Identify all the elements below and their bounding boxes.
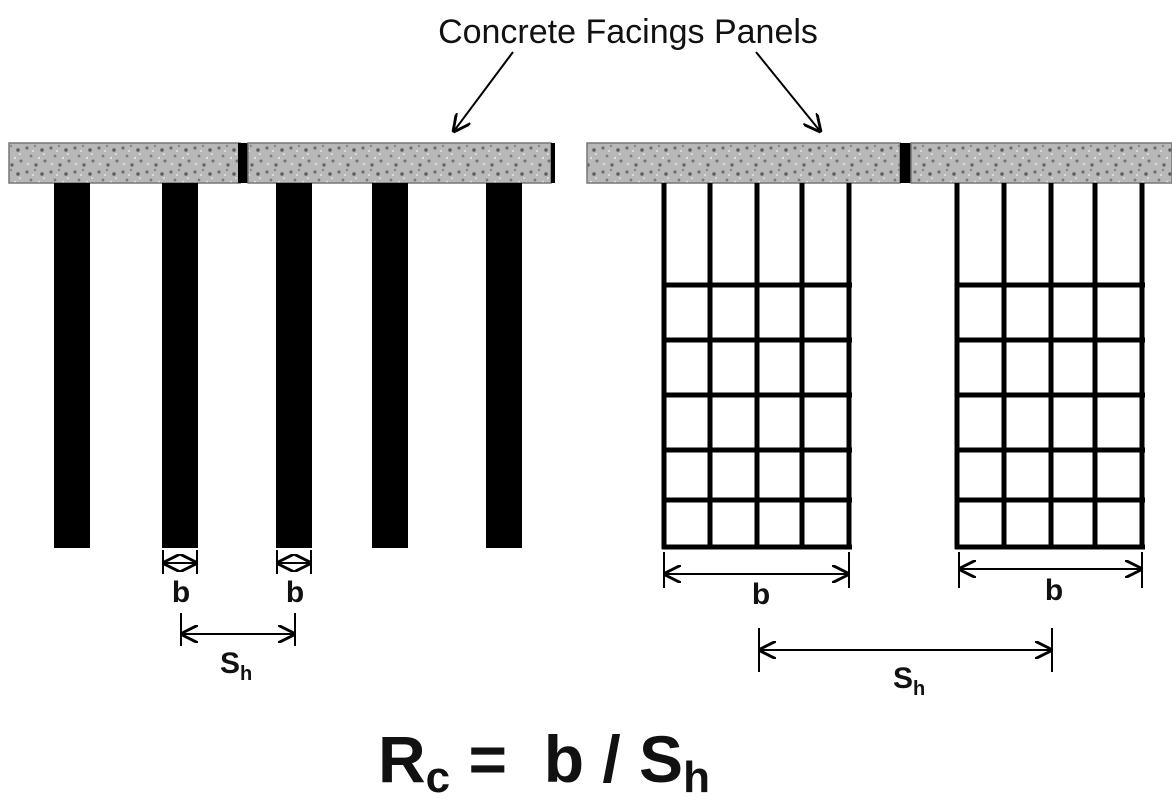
facing-panel-left-1 bbox=[8, 142, 241, 184]
title-pointer-right bbox=[755, 51, 820, 131]
title-pointer-left bbox=[454, 51, 514, 131]
facing-panel-left-2 bbox=[247, 142, 552, 184]
grid-reinforcement-section: b b Sh bbox=[586, 142, 1172, 700]
reinforcement-strip bbox=[372, 183, 408, 548]
facing-panel-right-1 bbox=[586, 142, 901, 184]
panel-joint bbox=[238, 143, 248, 183]
reinforcement-strip bbox=[54, 183, 90, 548]
facing-panel-right-2 bbox=[910, 142, 1172, 184]
width-label-b: b bbox=[286, 576, 304, 609]
reinforcement-strip bbox=[162, 183, 198, 548]
diagram-title: Concrete Facings Panels bbox=[438, 13, 818, 51]
width-label-b: b bbox=[172, 576, 190, 609]
spacing-label-sh: Sh bbox=[893, 662, 925, 700]
strip-reinforcement-section: b b Sh bbox=[8, 142, 555, 685]
reinforcement-strip bbox=[486, 183, 522, 548]
width-label-b: b bbox=[752, 578, 770, 611]
width-label-b: b bbox=[1045, 574, 1063, 607]
reinforcement-strip bbox=[276, 183, 312, 548]
panel-joint bbox=[900, 143, 911, 183]
panel-end-mark bbox=[551, 143, 555, 183]
spacing-label-sh: Sh bbox=[220, 647, 252, 685]
reinforcement-grid bbox=[661, 183, 852, 550]
coverage-ratio-equation: Rc = b / Sh bbox=[378, 722, 710, 798]
reinforcement-grid bbox=[954, 183, 1145, 550]
